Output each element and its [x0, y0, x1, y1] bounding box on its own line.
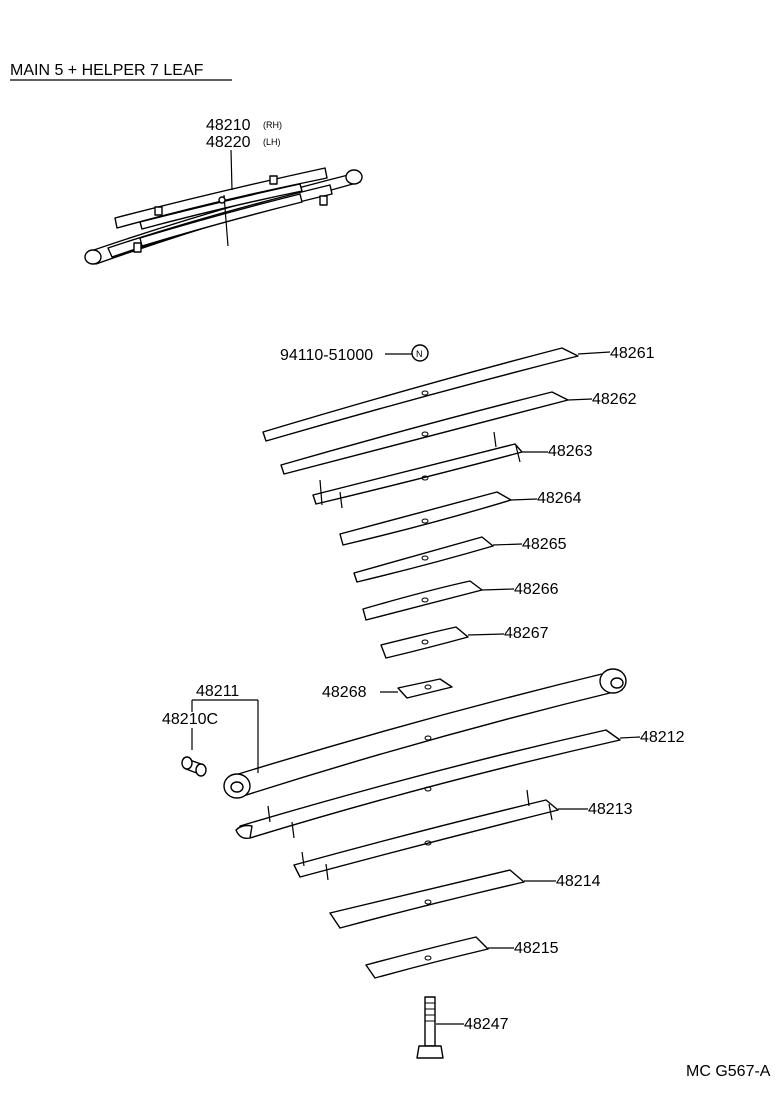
leaf-48267	[380, 626, 469, 659]
diagram-title: MAIN 5 + HELPER 7 LEAF	[10, 62, 204, 79]
part-number-48215: 48215	[514, 940, 559, 957]
leaf-48212	[235, 729, 621, 840]
part-number-48262: 48262	[592, 391, 637, 408]
leaf-48213	[267, 789, 559, 881]
leaf-48261	[262, 347, 579, 442]
center-bolt-48247	[416, 996, 444, 1059]
nut-symbol-circle	[411, 344, 429, 362]
part-number-48211: 48211	[196, 683, 239, 700]
leaf-48214	[329, 869, 525, 929]
part-number-48210C: 48210C	[162, 711, 218, 728]
part-number-48220: 48220	[206, 134, 251, 151]
leaf-48266	[362, 580, 483, 621]
part-number-48264: 48264	[537, 490, 582, 507]
part-number-48212: 48212	[640, 729, 685, 746]
leaf-48215	[365, 936, 489, 979]
leaf-48264	[339, 491, 512, 546]
part-number-48247: 48247	[464, 1016, 509, 1033]
leaf-spring-assembly-drawing	[84, 149, 363, 265]
nut-symbol: N	[416, 349, 423, 359]
figure-code: MC G567-A	[686, 1063, 771, 1080]
part-number-48263: 48263	[548, 443, 593, 460]
part-number-48214: 48214	[556, 873, 601, 890]
bushing-48210C	[181, 756, 207, 777]
part-number-48210: 48210	[206, 117, 251, 134]
part-number-48267: 48267	[504, 625, 549, 642]
part-number-94110-51000: 94110-51000	[280, 347, 373, 364]
part-number-48213: 48213	[588, 801, 633, 818]
spacer-48268	[397, 678, 453, 699]
part-number-48266: 48266	[514, 581, 559, 598]
part-number-48261: 48261	[610, 345, 655, 362]
leaf-48211	[223, 668, 627, 799]
leaf-48265	[353, 536, 494, 583]
rh-tag: (RH)	[263, 120, 282, 130]
leaf-48262	[280, 391, 569, 475]
lh-tag: (LH)	[263, 137, 281, 147]
part-number-48268: 48268	[322, 684, 367, 701]
part-number-48265: 48265	[522, 536, 567, 553]
